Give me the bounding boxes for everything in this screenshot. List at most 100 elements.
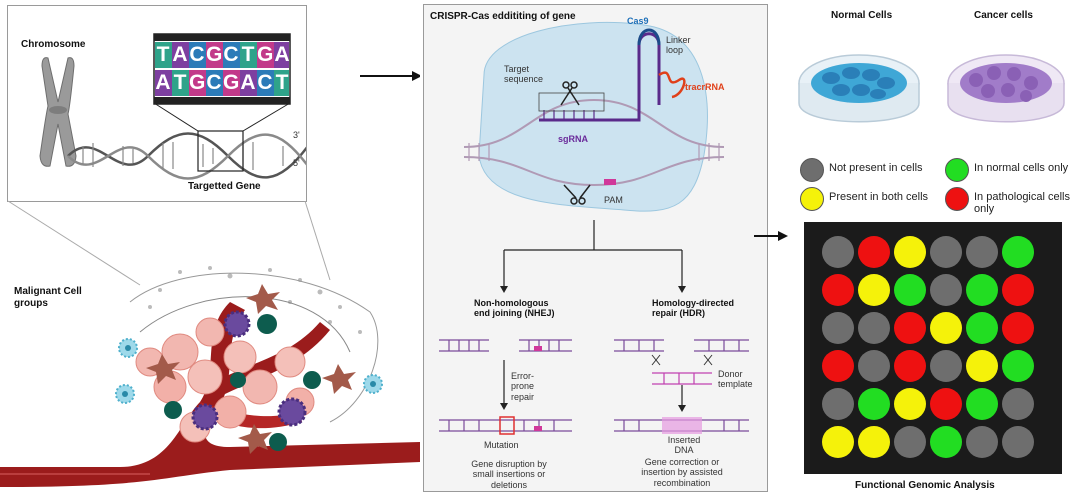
cas9-label: Cas9 [627, 16, 649, 26]
matrix-cell [930, 388, 962, 420]
matrix-cell [930, 350, 962, 382]
matrix-cell [822, 312, 854, 344]
nucleotide-bottom: A [240, 71, 256, 94]
nucleotide-bottom: C [257, 71, 273, 94]
hdr-broken-dna [614, 339, 749, 352]
scattered-particles [148, 266, 362, 334]
matrix-cell [822, 274, 854, 306]
matrix-cell [966, 312, 998, 344]
error-prone-label: Error-prone repair [511, 371, 535, 402]
normal-cells-dish [798, 54, 920, 123]
zoom-lines [7, 71, 420, 286]
legend-dot [945, 187, 969, 211]
matrix-cell [858, 274, 890, 306]
nucleotide-bottom: A [155, 71, 171, 94]
matrix-cell [894, 426, 926, 458]
matrix-cell [966, 426, 998, 458]
target-dna [463, 98, 725, 187]
target-sequence-label: Target sequence [504, 64, 544, 85]
matrix-cell [1002, 312, 1034, 344]
nucleotide-bottom: T [173, 71, 187, 94]
nucleotide-top: C [189, 43, 205, 66]
functional-genomic-analysis-label: Functional Genomic Analysis [855, 480, 995, 491]
matrix-cell [894, 350, 926, 382]
nucleotide-top: G [206, 43, 223, 66]
cancer-cells-label: Cancer cells [974, 10, 1033, 21]
matrix-cell [1002, 274, 1034, 306]
nucleotide-top: A [274, 43, 290, 66]
crispr-panel: CRISPR-Cas eddititing of gene Cas9 Linke… [423, 4, 768, 492]
matrix-cell [930, 426, 962, 458]
matrix-cell [1002, 388, 1034, 420]
nhej-repaired-dna [439, 419, 572, 432]
cancer-cells-dish [947, 54, 1065, 123]
legend-label: Not present in cells [829, 162, 923, 174]
arrow-to-analysis [754, 231, 788, 241]
nhej-title: Non-homologous end joining (NHEJ) [474, 298, 555, 319]
matrix-cell [894, 274, 926, 306]
matrix-cell [930, 274, 962, 306]
strand-end-5: 5' [293, 158, 300, 168]
nhej-broken-dna [439, 339, 572, 352]
tumor-illustration [0, 266, 420, 487]
nucleotide-top: T [156, 43, 170, 66]
legend-label: Present in both cells [829, 191, 929, 203]
nucleotide-bottom: G [189, 71, 206, 94]
matrix-cell [822, 350, 854, 382]
chromosome-dna-illustration [39, 33, 306, 180]
teal-cells [164, 314, 321, 451]
chromosome-shape [39, 57, 77, 167]
tumor-cells [135, 317, 315, 443]
matrix-cell [1002, 426, 1034, 458]
fibroblast-cells [146, 284, 356, 454]
petri-dishes [798, 54, 1065, 123]
legend-dot [945, 158, 969, 182]
legend-dot [800, 158, 824, 182]
matrix-cell [858, 426, 890, 458]
matrix-cell [966, 388, 998, 420]
normal-cells-label: Normal Cells [831, 10, 893, 21]
legend-dot [800, 187, 824, 211]
matrix-cell [858, 236, 890, 268]
scissors-icon [560, 81, 591, 205]
matrix-cell [966, 350, 998, 382]
functional-genomic-matrix [804, 222, 1062, 474]
matrix-cell [1002, 236, 1034, 268]
nucleotide-top: T [241, 43, 255, 66]
legend-label: In pathological cells only [974, 191, 1071, 215]
matrix-cell [966, 274, 998, 306]
matrix-cell [894, 312, 926, 344]
matrix-cell [822, 388, 854, 420]
nucleotide-tiles [155, 42, 289, 96]
inserted-dna-label: Inserted DNA [667, 435, 701, 456]
sgrna-label: sgRNA [558, 134, 589, 144]
strand-end-3: 3' [293, 130, 300, 140]
hdr-title: Homology-directed repair (HDR) [652, 298, 735, 319]
nhej-result-label: Gene disruption by small insertions or d… [471, 459, 547, 490]
matrix-cell [858, 388, 890, 420]
nucleotide-top: C [223, 43, 239, 66]
targeted-gene-label: Targetted Gene [188, 181, 261, 192]
mutation-label: Mutation [484, 440, 519, 450]
hdr-result-label: Gene correction or insertion by assisted… [641, 457, 723, 488]
malignant-cell-groups-label: Malignant Cell groups [14, 286, 82, 309]
matrix-cell [930, 312, 962, 344]
matrix-cell [822, 426, 854, 458]
nucleotide-top: A [172, 43, 188, 66]
chromosome-label: Chromosome [21, 39, 86, 50]
crispr-illustration [439, 22, 749, 435]
legend-label: In normal cells only [974, 162, 1069, 174]
tracrrna-label: tracrRNA [685, 82, 725, 92]
matrix-cell [894, 236, 926, 268]
sgrna-strand [539, 28, 686, 122]
light-blue-cells [115, 338, 383, 404]
gene-zoom-box [197, 130, 244, 172]
purple-immune-cells [191, 310, 307, 431]
nucleotide-bottom: G [223, 71, 240, 94]
pam-label: PAM [604, 195, 623, 205]
donor-template-label: Donor template [718, 369, 753, 390]
matrix-cell [894, 388, 926, 420]
nucleotide-bottom: T [275, 71, 289, 94]
matrix-cell [1002, 350, 1034, 382]
